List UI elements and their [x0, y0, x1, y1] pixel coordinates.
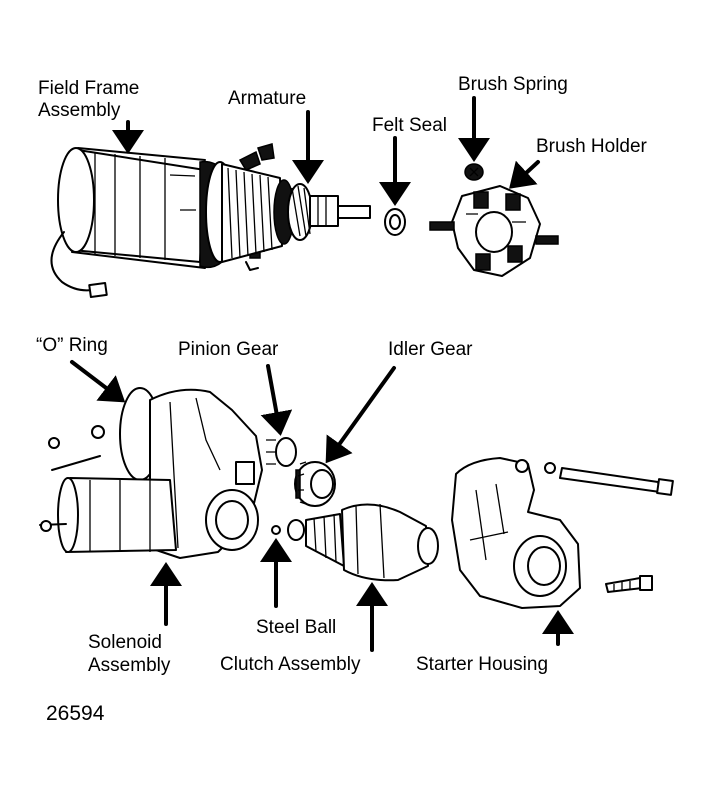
felt-seal [384, 208, 406, 236]
label-brush-spring: Brush Spring [458, 74, 568, 95]
through-bolt [544, 462, 674, 496]
label-solenoid-line1: Solenoid [88, 632, 162, 653]
pinion-gear [266, 437, 297, 467]
label-field-frame-line2: Assembly [38, 100, 121, 121]
clutch-assembly [287, 503, 439, 582]
starter-housing [451, 457, 581, 609]
arrow-pinion-gear [260, 364, 293, 436]
label-starter-housing: Starter Housing [416, 654, 548, 675]
solenoid-assembly [39, 388, 263, 559]
brush-holder [429, 185, 559, 277]
label-steel-ball: Steel Ball [256, 617, 336, 638]
label-field-frame-line1: Field Frame [38, 78, 139, 99]
arrow-idler-gear [325, 366, 396, 464]
arrow-o-ring [70, 360, 126, 403]
label-idler-gear: Idler Gear [388, 339, 473, 360]
label-clutch-assembly: Clutch Assembly [220, 654, 361, 675]
label-pinion-gear: Pinion Gear [178, 339, 279, 360]
idler-gear [294, 461, 336, 507]
screw [605, 575, 653, 593]
figure-number: 26594 [46, 702, 105, 725]
label-o-ring: “O” Ring [36, 335, 108, 356]
label-armature: Armature [228, 88, 306, 109]
arrow-brush-holder [509, 160, 540, 189]
label-felt-seal: Felt Seal [372, 115, 447, 136]
armature [205, 161, 371, 263]
brush-spring [464, 163, 484, 181]
label-solenoid-line2: Assembly [88, 655, 171, 676]
callout-arrows [70, 96, 574, 652]
label-brush-holder: Brush Holder [536, 136, 648, 157]
steel-ball [271, 525, 281, 535]
